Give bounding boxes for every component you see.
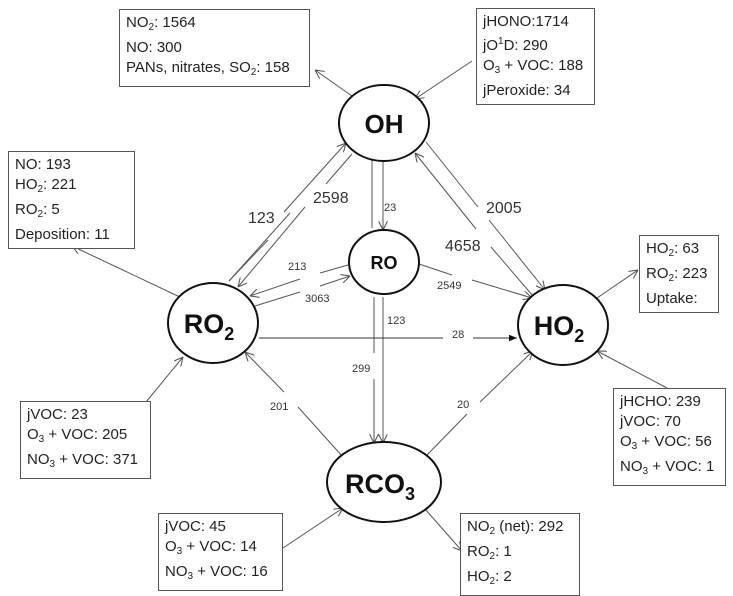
rco3-sources-box: jVOC: 45 O3 + VOC: 14 NO3 + VOC: 16 [158,513,283,591]
node-rco3: RCO3 [326,441,442,523]
box-line: jVOC: 70 [620,413,681,430]
svg-text:RCO3: RCO3 [345,469,415,504]
box-line: O3 + VOC: 14 [165,538,257,557]
edge-label-ro-rco3: 123 [387,315,405,327]
edge-label-oh-ro2: 2598 [313,190,349,207]
box-line: RO2: 223 [646,265,708,284]
edge-oh-to-ro2-b [238,206,306,287]
edge-rco3-to-ro2-b [245,352,285,393]
box-line: O3 + VOC: 205 [27,426,128,445]
edge-ho2-to-sinks [596,270,638,299]
edge-rco3-to-ho2-b [479,351,533,403]
node-oh: OH [338,84,430,162]
edge-label-ro2-ho2: 28 [452,329,464,341]
box-line: HO2: 2 [467,568,512,587]
box-line: Deposition: 11 [15,226,110,243]
edge-label-oh-ho2: 2005 [486,200,522,217]
edge-label-ro2-ro: 3063 [305,293,329,305]
edge-ro-to-ho2-b [471,279,532,298]
box-line: NO3 + VOC: 371 [27,451,139,470]
edge-label-rco3-ho2: 20 [457,399,469,411]
edge-rco3-to-ro2-a [297,406,344,458]
edge-ro-to-ro2-a [319,264,349,274]
box-line: HO2: 63 [646,240,700,259]
box-line: NO: 300 [126,39,182,56]
svg-text:HO2: HO2 [534,311,585,346]
box-line: RO2: 5 [15,201,60,220]
edge-oh-to-sinks [315,70,353,97]
edge-ro-to-ho2-a [418,263,453,276]
edge-label-oh-rco3: 299 [352,363,370,375]
node-ho2: HO2 [517,284,609,366]
edge-sources-to-rco3 [279,508,343,551]
edge-ro2-to-sinks [72,246,183,299]
box-line: O3 + VOC: 56 [620,433,712,452]
edge-ro2-to-oh-a [228,239,269,282]
edge-ro2-to-oh-b [283,143,346,213]
box-line: HO2: 221 [15,176,77,195]
svg-text:RO2: RO2 [184,309,235,344]
box-line: RO2: 1 [467,543,512,562]
node-ro2: RO2 [167,282,259,364]
box-line: jPeroxide: 34 [483,82,571,99]
edge-oh-to-ho2-b [488,219,545,290]
oh-sources-box: jHONO:1714 jO1D: 290 O3 + VOC: 188 jPeroxid… [476,8,595,105]
box-line: jVOC: 23 [27,406,88,423]
box-line: NO3 + VOC: 16 [165,563,268,582]
edge-label-ro-ho2: 2549 [437,280,461,292]
edge-oh-to-ho2-a [425,141,479,208]
edge-ho2-to-oh-a [490,246,534,297]
edge-sources-to-oh [415,60,473,99]
edge-label-oh-ro: 23 [384,202,396,214]
box-line: Uptake: [646,290,698,307]
box-line: jHONO:1714 [483,13,569,30]
ho2-sources-box: jHCHO: 239 jVOC: 70 O3 + VOC: 56 NO3 + VOC:… [613,388,726,486]
edge-rco3-to-ho2-a [424,413,468,458]
edge-label-ro2-oh: 123 [248,210,275,227]
box-line: jO1D: 290 [483,36,548,54]
edge-ro2-to-ro-b [319,276,350,287]
edge-ro2-to-ro-a [254,291,301,307]
box-line: NO2 (net): 292 [467,518,564,537]
box-line: NO3 + VOC: 1 [620,458,715,477]
svg-text:OH: OH [365,109,404,139]
box-line: NO2: 1564 [126,14,196,33]
edge-label-ro-ro2: 213 [288,261,306,273]
box-line: O3 + VOC: 188 [483,57,584,76]
node-ro: RO [348,229,420,295]
edge-sources-to-ro2 [145,357,183,403]
edge-label-ho2-oh: 4658 [445,238,481,255]
box-line: PANs, nitrates, SO2: 158 [126,59,290,78]
svg-text:RO: RO [371,253,398,273]
edge-ro-to-ro2-b [250,278,301,296]
box-line: jHCHO: 239 [620,393,701,410]
edge-ho2-to-oh-b [415,153,477,230]
edge-oh-to-ro2-a [325,153,353,185]
box-line: NO: 193 [15,156,71,173]
box-line: jVOC: 45 [165,518,226,535]
edge-rco3-to-sinks [424,508,462,551]
edge-sources-to-ho2 [597,351,668,389]
edge-label-rco3-ro2: 201 [270,401,288,413]
